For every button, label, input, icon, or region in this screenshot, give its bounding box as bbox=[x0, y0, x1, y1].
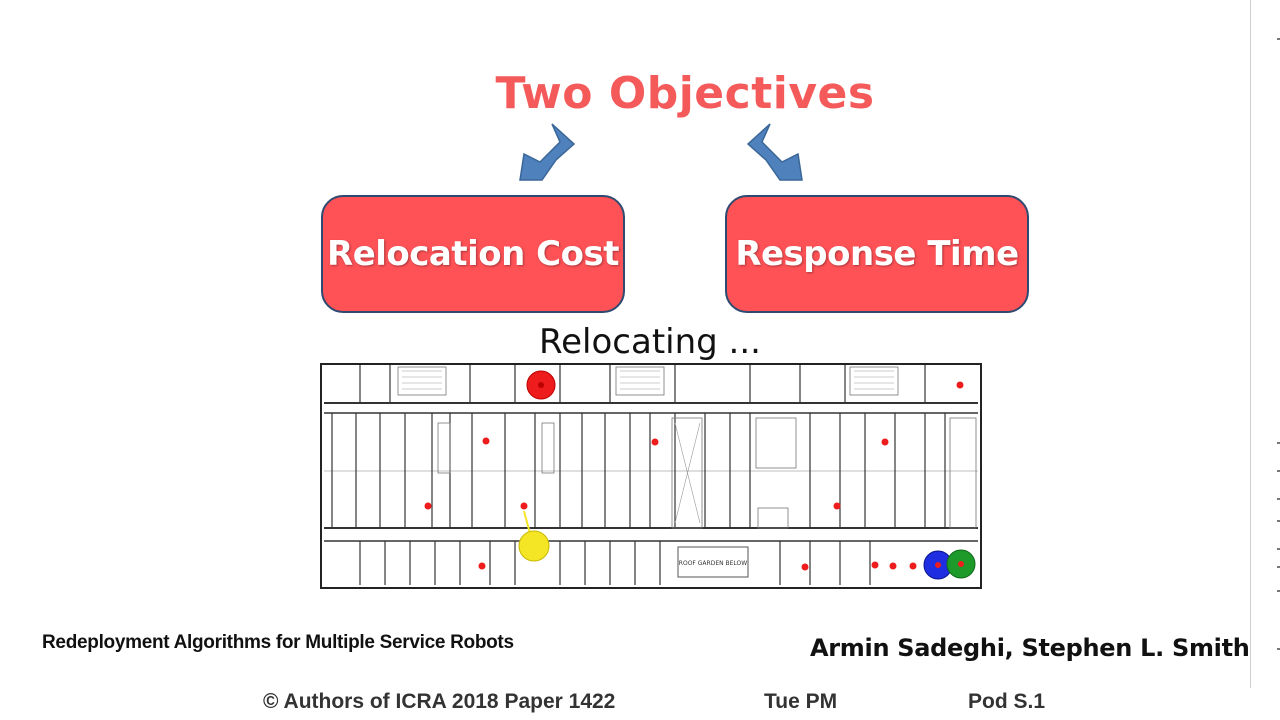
response-time-box: Response Time bbox=[725, 195, 1029, 313]
authors: Armin Sadeghi, Stephen L. Smith bbox=[810, 634, 1250, 662]
relocating-status: Relocating ... bbox=[539, 322, 761, 362]
right-down-arrow-icon bbox=[746, 123, 803, 181]
slide-title: Two Objectives bbox=[495, 68, 875, 119]
footer-copyright: © Authors of ICRA 2018 Paper 1422 bbox=[263, 690, 616, 713]
relocation-cost-label: Relocation Cost bbox=[327, 234, 619, 274]
relocation-cost-box: Relocation Cost bbox=[321, 195, 625, 313]
response-time-label: Response Time bbox=[735, 234, 1019, 274]
footer-pod: Pod S.1 bbox=[968, 690, 1046, 713]
footer-session: Tue PM bbox=[764, 690, 838, 713]
floor-plan-map: ROOF GARDEN BELOW bbox=[320, 363, 982, 589]
side-panel-edge bbox=[1250, 0, 1280, 688]
floorplan-label: ROOF GARDEN BELOW bbox=[679, 560, 747, 567]
left-down-arrow-icon bbox=[519, 123, 576, 181]
paper-title: Redeployment Algorithms for Multiple Ser… bbox=[42, 632, 514, 653]
slide: Two Objectives Relocation Cost Response … bbox=[42, 68, 1250, 662]
robot-yellow bbox=[518, 530, 550, 562]
